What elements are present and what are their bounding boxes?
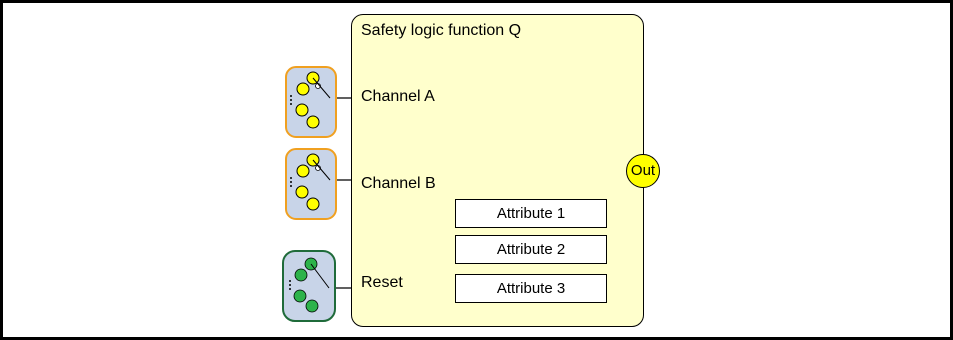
- channel-a-switch-icon: [285, 66, 337, 138]
- attribute-3-box: Attribute 3: [455, 274, 607, 303]
- channel-b-label: Channel B: [361, 175, 436, 192]
- channel-a-label: Channel A: [361, 88, 435, 105]
- output-port: Out: [626, 154, 660, 188]
- attribute-2-box: Attribute 2: [455, 235, 607, 264]
- block-title: Safety logic function Q: [361, 22, 522, 39]
- safety-logic-function-block: Safety logic function Q Channel A Channe…: [351, 14, 644, 327]
- reset-label: Reset: [361, 274, 403, 291]
- reset-switch-icon: [282, 250, 336, 322]
- channel-b-switch-icon: [285, 148, 337, 220]
- attribute-1-box: Attribute 1: [455, 199, 607, 228]
